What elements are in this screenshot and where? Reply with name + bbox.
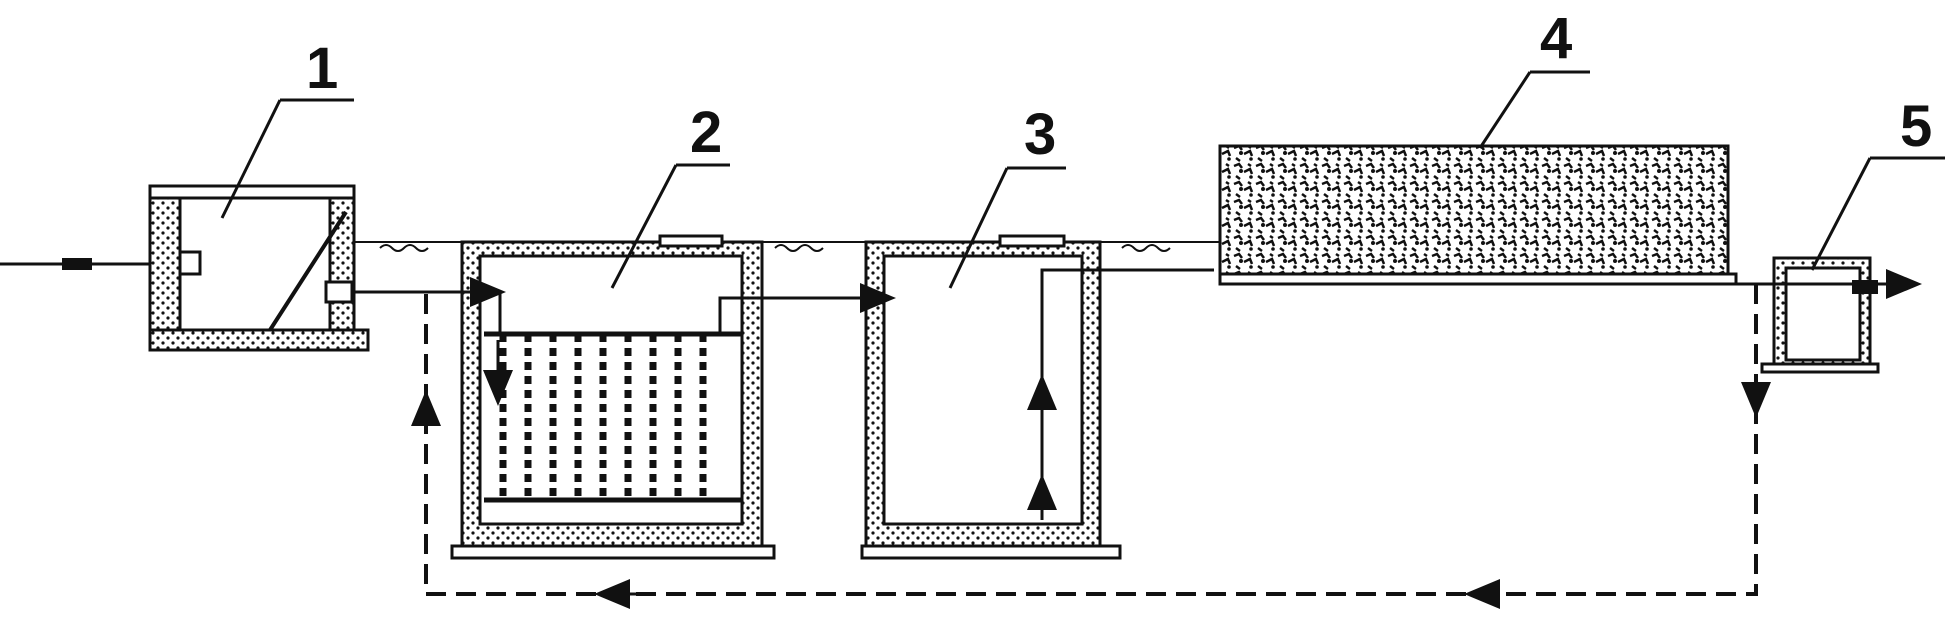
- label-4: 4: [1540, 6, 1572, 71]
- label-3: 3: [1024, 102, 1056, 167]
- tank-1: [148, 184, 370, 352]
- leader-lines: [220, 70, 1945, 289]
- label-1: 1: [306, 36, 338, 101]
- filter-media: [484, 331, 742, 503]
- label-5: 5: [1900, 94, 1932, 159]
- flow-lines: [352, 268, 1922, 520]
- outlet-box-5: [1760, 256, 1880, 374]
- tank-2: [450, 234, 776, 560]
- tank-3: [860, 234, 1122, 560]
- label-2: 2: [690, 100, 722, 165]
- recirculation-loop: [411, 284, 1771, 609]
- packed-bed-4: [1218, 144, 1738, 286]
